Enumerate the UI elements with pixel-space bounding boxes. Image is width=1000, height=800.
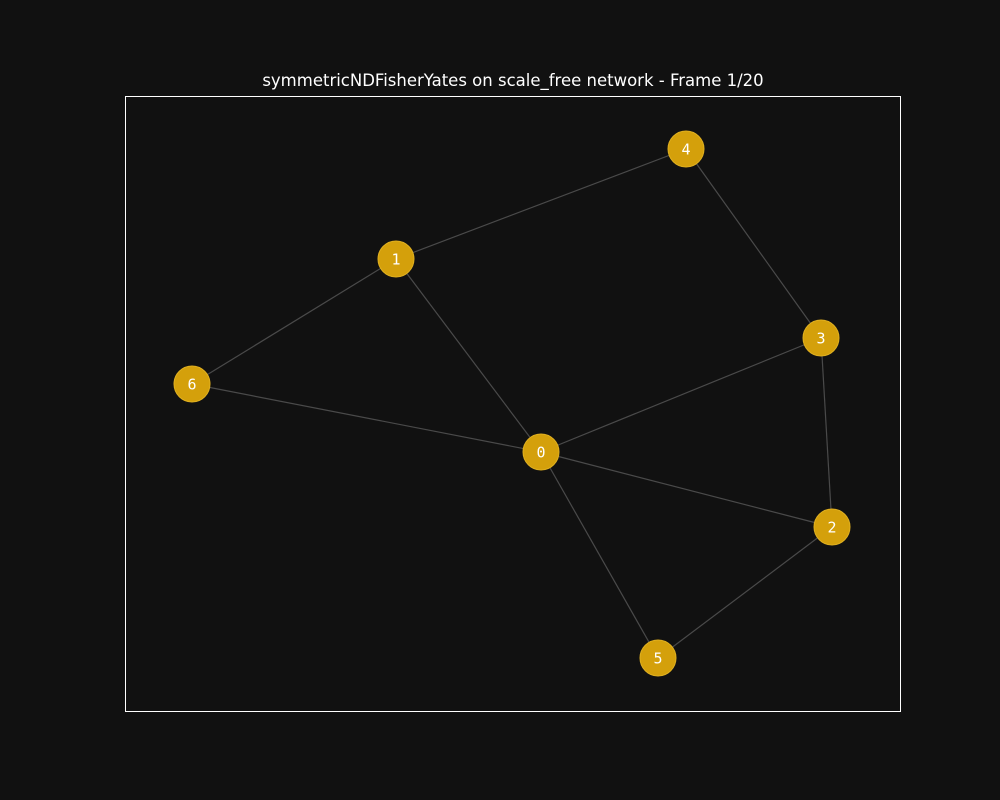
- node-circle: [639, 639, 677, 677]
- node-0: 0: [522, 433, 560, 471]
- node-label: 6: [187, 376, 196, 394]
- node-label: 0: [536, 444, 545, 462]
- node-4: 4: [667, 130, 705, 168]
- node-5: 5: [639, 639, 677, 677]
- edge-0-5: [540, 451, 659, 659]
- plot-title: symmetricNDFisherYates on scale_free net…: [262, 71, 764, 90]
- edge-3-2: [820, 337, 833, 528]
- node-label: 5: [653, 650, 662, 668]
- edge-4-3: [685, 148, 822, 339]
- node-circle: [802, 319, 840, 357]
- edge-6-0: [191, 383, 542, 453]
- edges-layer: [191, 148, 833, 659]
- node-6: 6: [173, 365, 211, 403]
- node-label: 1: [391, 251, 400, 269]
- node-label: 4: [681, 141, 690, 159]
- node-label: 2: [827, 519, 836, 537]
- edge-0-2: [540, 451, 833, 528]
- nodes-layer: 0 1 2 3 4 5 6: [173, 130, 851, 677]
- edge-1-0: [395, 258, 542, 453]
- node-3: 3: [802, 319, 840, 357]
- edge-1-4: [395, 148, 687, 260]
- node-circle: [173, 365, 211, 403]
- node-label: 3: [816, 330, 825, 348]
- node-1: 1: [377, 240, 415, 278]
- node-2: 2: [813, 508, 851, 546]
- edge-1-6: [191, 258, 397, 385]
- node-circle: [377, 240, 415, 278]
- node-circle: [522, 433, 560, 471]
- edge-0-3: [540, 337, 822, 453]
- plot-frame: [125, 96, 901, 712]
- edge-2-5: [657, 526, 833, 659]
- node-circle: [813, 508, 851, 546]
- node-circle: [667, 130, 705, 168]
